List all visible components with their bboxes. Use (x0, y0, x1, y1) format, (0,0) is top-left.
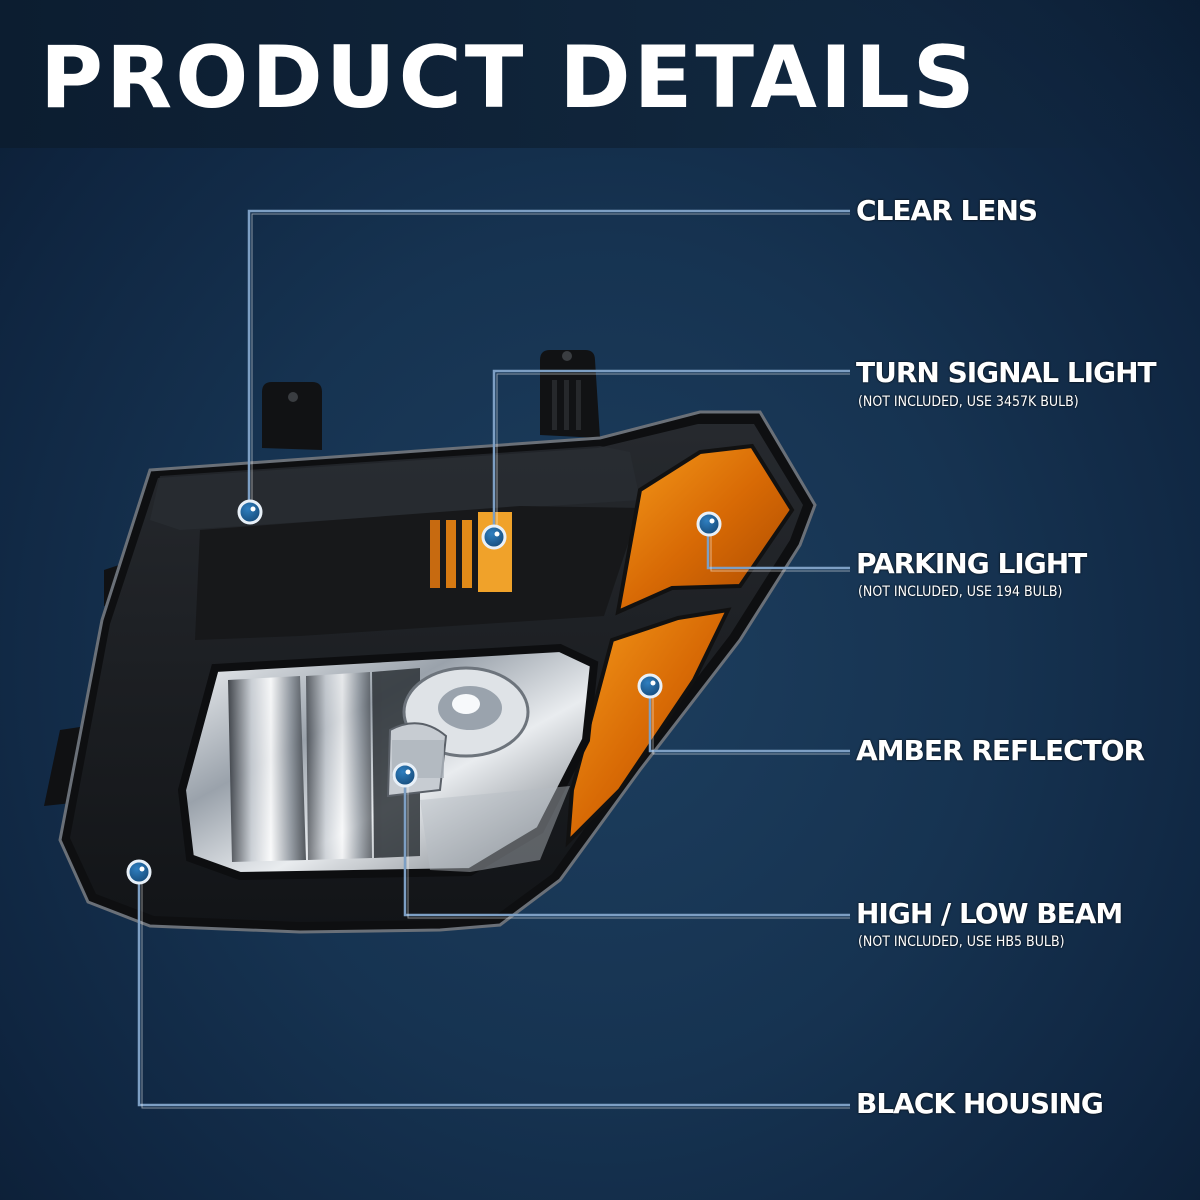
callout-parking-light-label: PARKING LIGHT (856, 547, 1087, 580)
callout-line-black-housing (137, 872, 850, 1107)
marker-turn-signal-icon (481, 524, 507, 550)
callout-high-low-beam-label: HIGH / LOW BEAM (856, 897, 1123, 930)
callout-line-high-low-beam (403, 775, 850, 917)
callout-parking-light-note: (NOT INCLUDED, USE 194 BULB) (858, 584, 1063, 600)
callout-turn-signal-label: TURN SIGNAL LIGHT (856, 356, 1157, 389)
callout-black-housing-label: BLACK HOUSING (856, 1087, 1104, 1120)
marker-clear-lens-icon (237, 499, 263, 525)
callout-line-amber-reflector (648, 686, 850, 753)
marker-high-low-beam-icon (392, 762, 418, 788)
marker-amber-reflector-icon (637, 673, 663, 699)
callout-clear-lens-label: CLEAR LENS (856, 194, 1038, 227)
callout-lines (137, 209, 850, 1107)
callout-markers (126, 499, 722, 885)
callout-turn-signal-note: (NOT INCLUDED, USE 3457K BULB) (858, 394, 1079, 410)
callout-line-turn-signal (492, 369, 850, 536)
marker-black-housing-icon (126, 859, 152, 885)
page-title: PRODUCT DETAILS (40, 28, 978, 128)
marker-parking-light-icon (696, 511, 722, 537)
callout-high-low-beam-note: (NOT INCLUDED, USE HB5 BULB) (858, 934, 1065, 950)
amber-reflector-lens (565, 607, 732, 848)
callout-amber-reflector-label: AMBER REFLECTOR (856, 734, 1145, 767)
callout-line-parking-light (706, 524, 850, 570)
callout-line-clear-lens (247, 209, 850, 511)
header-bar: PRODUCT DETAILS (0, 0, 1200, 148)
